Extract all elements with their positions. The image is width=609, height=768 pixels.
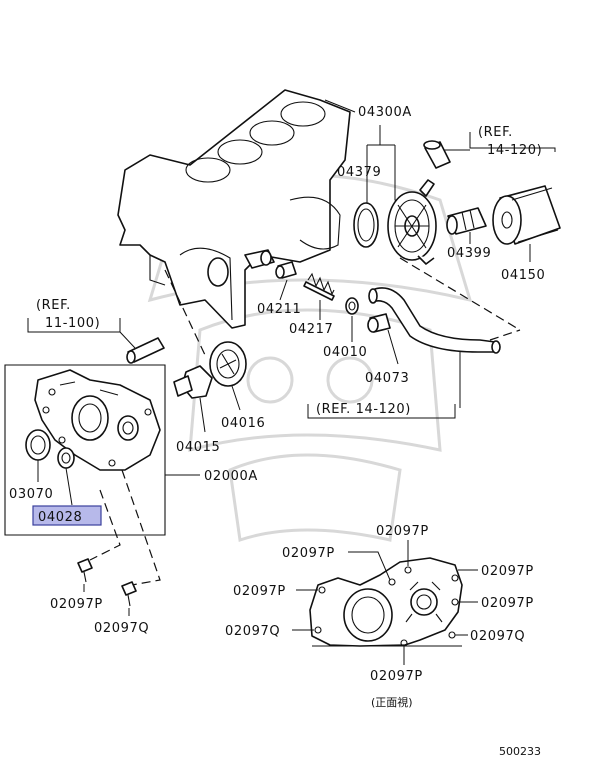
label-front-top-left: 02097P xyxy=(282,546,335,561)
label-front-right-mid: 02097P xyxy=(481,596,534,611)
outer-rotor-04016 xyxy=(209,341,247,387)
front-view-caption: (正面視) xyxy=(371,695,413,709)
label-02097Q-left: 02097Q xyxy=(94,621,149,636)
ref-left-line2: 11-100) xyxy=(45,316,100,331)
label-front-left: 02097P xyxy=(233,584,286,599)
oil-pump-group-frame xyxy=(4,364,200,536)
engine-block xyxy=(117,89,351,329)
label-03070: 03070 xyxy=(9,487,53,502)
plug-04211 xyxy=(275,261,297,279)
label-04028[interactable]: 04028 xyxy=(38,510,82,525)
label-04379: 04379 xyxy=(337,165,381,180)
ref-mid: (REF. 14-120) xyxy=(316,402,411,417)
ref-top-line1: (REF. xyxy=(478,125,513,140)
label-front-left-q: 02097Q xyxy=(225,624,280,639)
label-04300A: 04300A xyxy=(358,105,412,120)
spring-04217 xyxy=(303,272,335,301)
oil-pump-case xyxy=(34,369,161,471)
block-pipe xyxy=(244,249,275,269)
seal-ring-04379 xyxy=(353,202,379,248)
oil-seal-03070 xyxy=(25,429,51,461)
ref-left-line1: (REF. xyxy=(36,298,71,313)
label-04010: 04010 xyxy=(323,345,367,360)
label-04015: 04015 xyxy=(176,440,220,455)
label-04073: 04073 xyxy=(365,371,409,386)
label-04016: 04016 xyxy=(221,416,265,431)
dowel-pin xyxy=(126,337,165,364)
sensor-fitting xyxy=(423,140,451,169)
oil-cooler xyxy=(387,179,437,265)
label-front-top: 02097P xyxy=(376,524,429,539)
label-04150: 04150 xyxy=(501,268,545,283)
front-view-case xyxy=(309,557,463,647)
oring-04028 xyxy=(57,447,75,469)
ring-04010 xyxy=(345,297,359,315)
oil-filter-04150 xyxy=(492,185,561,245)
bolt-02097P-left xyxy=(77,558,93,583)
ref-top-line2: 14-120) xyxy=(487,143,542,158)
highlight-04028 xyxy=(32,505,102,526)
inner-rotor-04015 xyxy=(173,365,213,399)
oil-hose xyxy=(368,287,501,354)
label-04399: 04399 xyxy=(447,246,491,261)
label-04211: 04211 xyxy=(257,302,301,317)
label-02000A: 02000A xyxy=(204,469,258,484)
label-04217: 04217 xyxy=(289,322,333,337)
bolt-02097Q-left xyxy=(121,581,137,607)
label-front-right-top: 02097P xyxy=(481,564,534,579)
plug-04073 xyxy=(367,313,391,333)
diagram-id: 500233 xyxy=(499,745,541,758)
label-front-bottom: 02097P xyxy=(370,669,423,684)
label-front-right-q: 02097Q xyxy=(470,629,525,644)
fitting-04399 xyxy=(446,207,487,235)
label-02097P-left: 02097P xyxy=(50,597,103,612)
